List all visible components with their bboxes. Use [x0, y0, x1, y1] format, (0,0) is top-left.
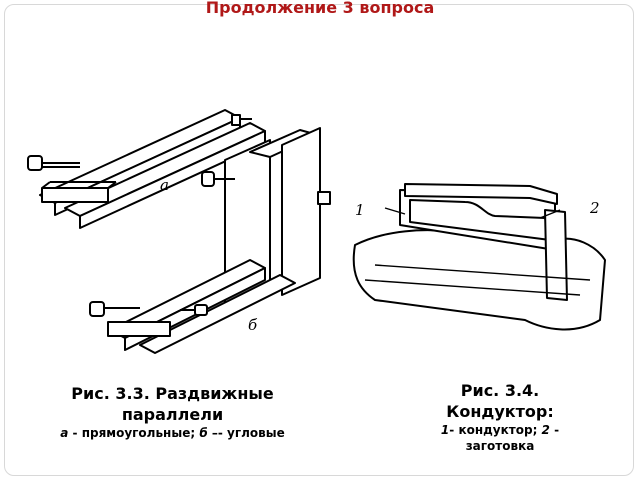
caption-text-b: –- угловые: [207, 426, 285, 440]
label-a: а: [160, 176, 169, 194]
label-1: 1: [355, 201, 365, 219]
caption-key-1: 1: [440, 423, 450, 437]
caption-parallels-main: Рис. 3.3. Раздвижные параллели: [71, 384, 274, 424]
caption-key-a: а: [60, 426, 69, 440]
caption-jig-main: Рис. 3.4. Кондуктор:: [446, 381, 554, 421]
caption-text-a: - прямоугольные;: [68, 426, 200, 440]
caption-text-2: - заготовка: [465, 423, 560, 453]
label-b: б: [248, 316, 258, 334]
caption-key-b: б: [199, 426, 208, 440]
jig-drawing: 1 2: [352, 183, 606, 331]
jig-figure: 1 2: [345, 170, 625, 340]
caption-jig: Рис. 3.4. Кондуктор: 1- кондуктор; 2 - з…: [410, 380, 590, 454]
parallels-drawing: а б: [27, 109, 331, 354]
slide-title: Продолжение 3 вопроса: [205, 0, 435, 17]
caption-key-2: 2: [541, 423, 550, 437]
caption-parallels-sub: а - прямоугольные; б –- угловые: [30, 425, 315, 441]
caption-text-1: - кондуктор;: [449, 423, 542, 437]
label-2: 2: [589, 199, 600, 217]
caption-jig-sub: 1- кондуктор; 2 - заготовка: [410, 422, 590, 454]
parallels-figure: а б: [20, 90, 340, 360]
caption-parallels: Рис. 3.3. Раздвижные параллели а - прямо…: [30, 383, 315, 441]
